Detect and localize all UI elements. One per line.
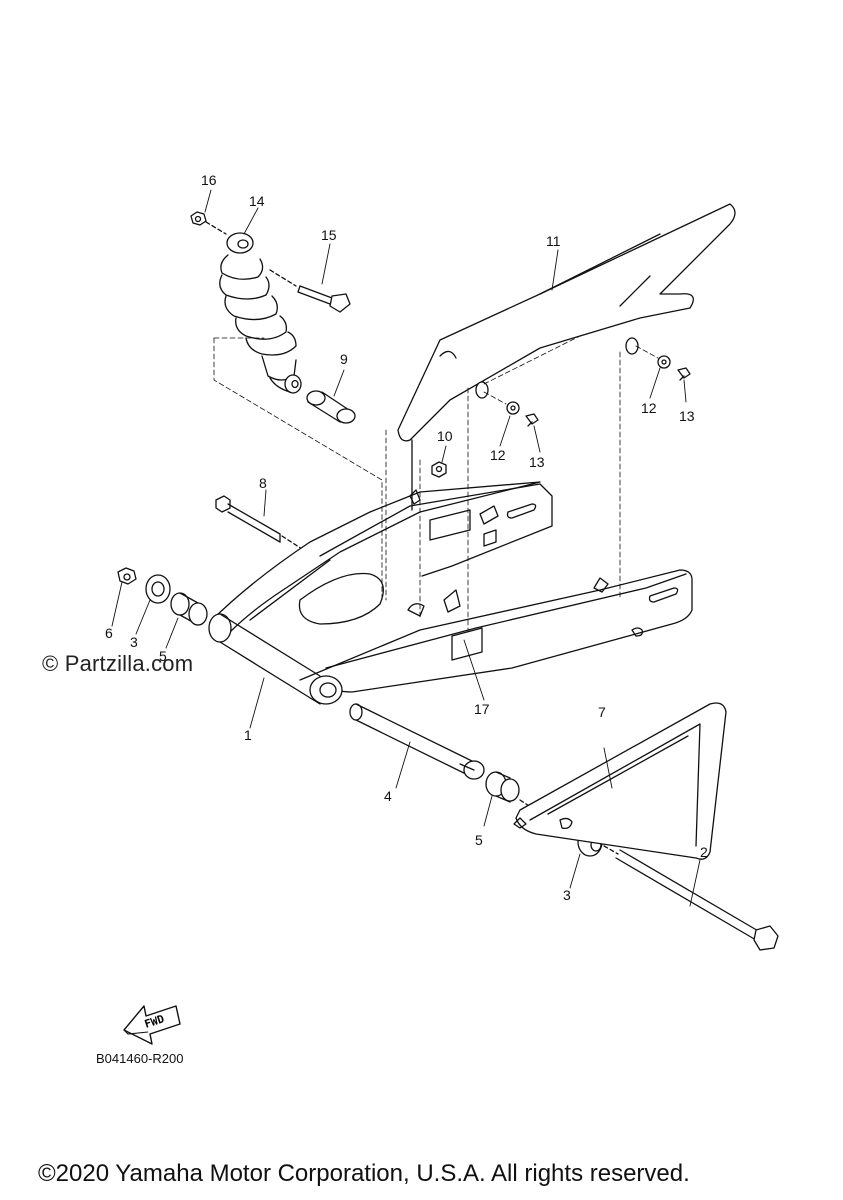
callout-10: 10: [437, 428, 453, 444]
callout-5-upper: 5: [159, 648, 167, 664]
plate-17: [451, 627, 483, 661]
callout-12-left: 12: [490, 447, 506, 463]
diagram-code: B041460-R200: [96, 1051, 184, 1066]
bush-5-lower: [485, 771, 551, 821]
rear-shock-absorber: [219, 232, 302, 394]
callout-6: 6: [105, 625, 113, 641]
callout-13-right: 13: [679, 408, 695, 424]
swingarm: [209, 439, 693, 693]
collar-9: [306, 390, 356, 424]
callout-9: 9: [340, 351, 348, 367]
swingarm-pivot-tube: [208, 559, 343, 705]
callout-13-left: 13: [529, 454, 545, 470]
nut-10: [431, 461, 447, 478]
bolt-2: [603, 845, 779, 951]
screw-13-left: [525, 413, 539, 427]
fwd-label: FWD: [143, 1012, 166, 1031]
nut-6: [117, 567, 137, 585]
callout-5-lower: 5: [475, 832, 483, 848]
callout-1: 1: [244, 727, 252, 743]
callout-2: 2: [700, 844, 708, 860]
screw-13-right: [677, 367, 691, 381]
pivot-shaft-4: [349, 703, 485, 780]
callout-17: 17: [474, 701, 490, 717]
nut-16: [190, 211, 227, 235]
bush-5-upper: [170, 592, 208, 626]
partzilla-watermark: © Partzilla.com: [42, 651, 194, 676]
washer-12-right: [657, 355, 671, 369]
callout-3-lower: 3: [563, 887, 571, 903]
chain-guard-11: [397, 203, 736, 442]
bolt-15: [269, 269, 351, 313]
callout-7: 7: [598, 704, 606, 720]
fwd-arrow-icon: FWD: [123, 1005, 181, 1045]
copyright-notice: ©2020 Yamaha Motor Corporation, U.S.A. A…: [38, 1160, 690, 1187]
callout-8: 8: [259, 475, 267, 491]
callout-16: 16: [201, 172, 217, 188]
callout-12-right: 12: [641, 400, 657, 416]
callout-14: 14: [249, 193, 265, 209]
washer-12-left: [506, 401, 520, 415]
chain-guard-7: [513, 702, 727, 860]
callout-3-upper: 3: [130, 634, 138, 650]
seal-3-upper: [145, 574, 171, 604]
callout-11: 11: [546, 233, 561, 249]
callout-15: 15: [321, 227, 337, 243]
callout-4: 4: [384, 788, 392, 804]
